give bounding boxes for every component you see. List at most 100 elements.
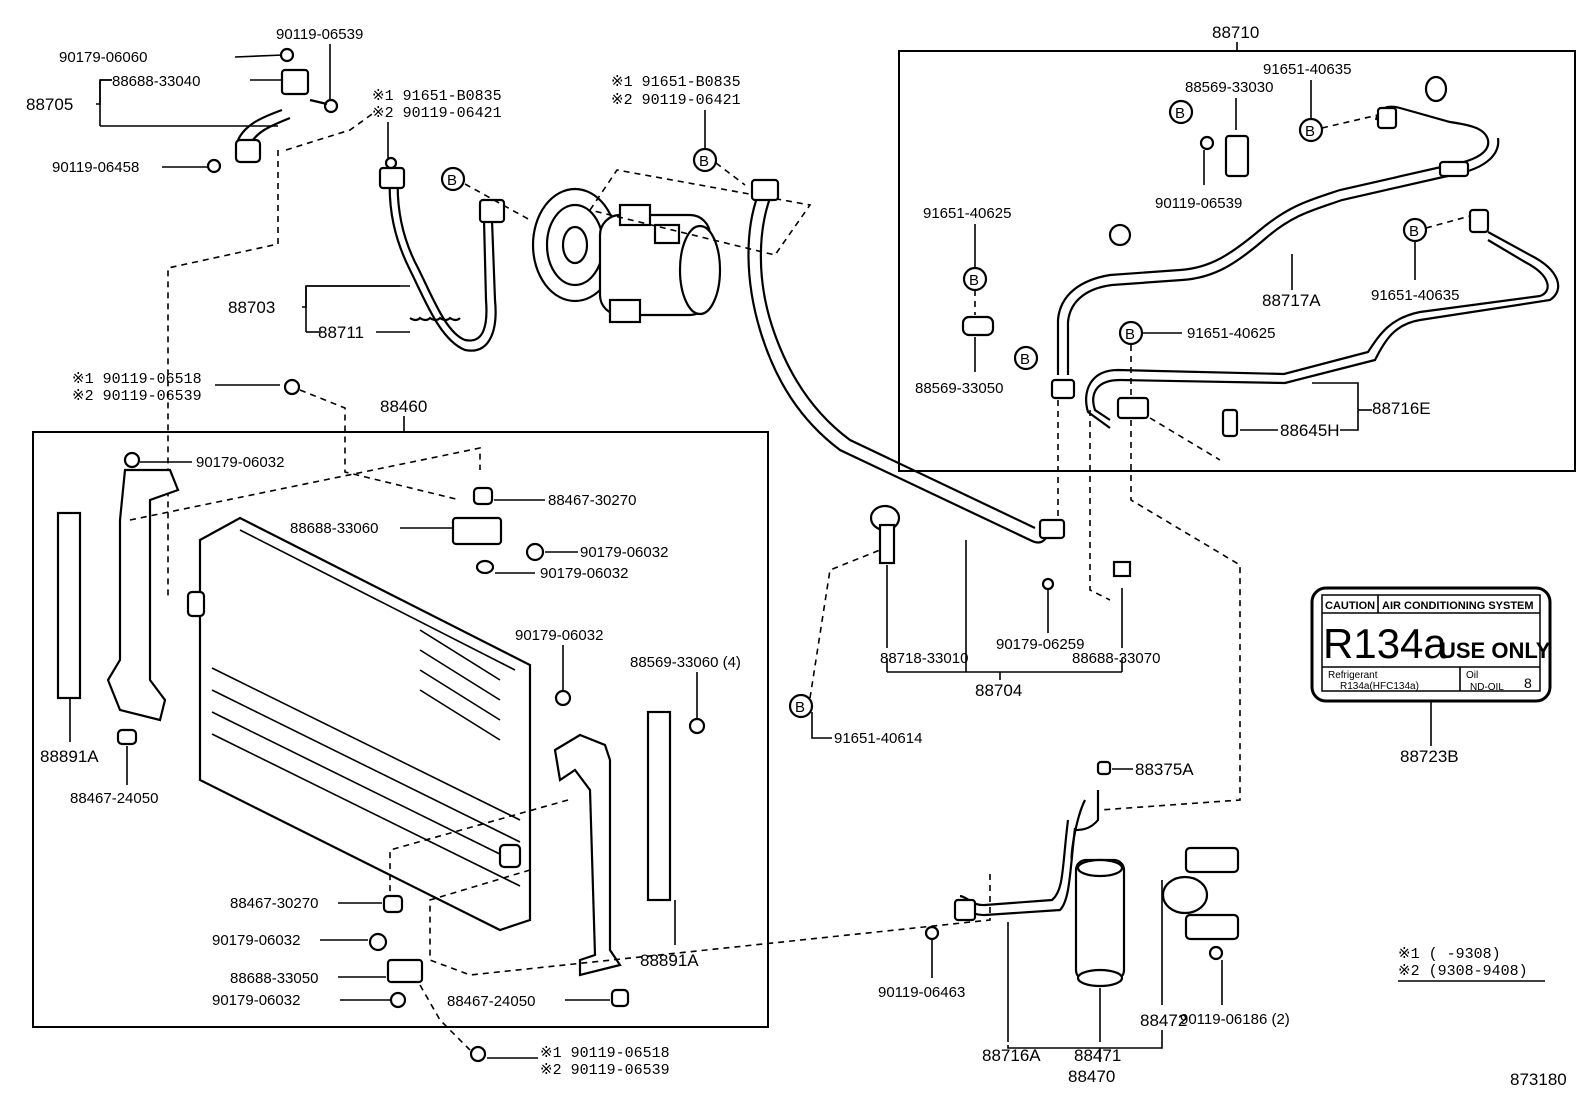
- bolt-icon: [924, 925, 940, 941]
- legend-note-1: ※1 ( -9308): [1398, 946, 1501, 963]
- pipe-fitting-icon: [1468, 208, 1490, 234]
- label-88716a: 88716A: [982, 1046, 1041, 1065]
- hose-fitting-icon: [1038, 518, 1066, 540]
- pipe-fitting-icon: [953, 898, 977, 922]
- label-88569-33050-box: 88569-33050: [915, 380, 1003, 397]
- clamp-icon: [1108, 223, 1132, 247]
- b-marker-text: B: [969, 272, 979, 289]
- label-88716e: 88716E: [1372, 399, 1431, 418]
- label-b0835-a: ※1 91651-B0835: [372, 88, 502, 105]
- nut-icon: [554, 689, 572, 707]
- radiator-bracket-right: [553, 733, 622, 977]
- nut-icon: [389, 991, 407, 1009]
- bolt-icon: [1199, 135, 1215, 151]
- label-88467-30270-bottom: 88467-30270: [230, 895, 318, 912]
- nut-icon: [123, 451, 141, 469]
- discharge-hose: [747, 194, 1050, 544]
- label-88467-24050-right: 88467-24050: [447, 993, 535, 1010]
- label-91651-40614: 91651-40614: [834, 730, 922, 747]
- label-88891a-left: 88891A: [40, 747, 99, 766]
- bolt-icon: [283, 378, 301, 396]
- clamp-icon: [1424, 75, 1448, 103]
- bolt-icon: [469, 1045, 487, 1063]
- use-only-text: USE ONLY: [1440, 638, 1551, 663]
- bolt-icon: [1208, 945, 1224, 961]
- label-06539-bottom: ※2 90119-06539: [540, 1062, 670, 1079]
- label-91651-40635-right: 91651-40635: [1371, 287, 1459, 304]
- label-06421-a: ※2 90119-06421: [372, 105, 502, 122]
- nut-icon: [1041, 577, 1055, 591]
- hose-fitting-icon: [478, 198, 506, 224]
- group-88470-label: 88470: [1068, 1067, 1115, 1086]
- label-88891a-right: 88891A: [640, 951, 699, 970]
- bolt-icon: [206, 158, 222, 174]
- label-88688-33040: 88688-33040: [112, 73, 200, 90]
- label-90179-06032-f: 90179-06032: [212, 992, 300, 1009]
- flex-hose-icon: [409, 316, 461, 322]
- system-text: AIR CONDITIONING SYSTEM: [1382, 600, 1534, 612]
- condenser-core: [186, 516, 532, 932]
- oil-text: Oil: [1466, 670, 1478, 681]
- pipe-fitting-icon: [1438, 160, 1470, 178]
- nut-icon: [525, 542, 545, 562]
- cap-icon: [1096, 760, 1112, 776]
- label-88717a: 88717A: [1262, 291, 1321, 310]
- b-marker: [1168, 99, 1194, 125]
- label-90179-06032-d: 90179-06032: [515, 627, 603, 644]
- b-marker: [1402, 217, 1428, 243]
- label-88467-30270-top: 88467-30270: [548, 492, 636, 509]
- b-marker-text: B: [1409, 223, 1419, 240]
- clip-icon: [1112, 560, 1132, 578]
- b-marker-text: B: [795, 699, 805, 716]
- label-90179-06259: 90179-06259: [996, 636, 1084, 653]
- compressor: [531, 187, 722, 324]
- label-90179-06032-a: 90179-06032: [196, 454, 284, 471]
- label-90179-06032-c: 90179-06032: [540, 565, 628, 582]
- refrigerant-value: R134a(HFC134a): [1340, 681, 1419, 692]
- bracket-clip-icon: [280, 68, 310, 96]
- bracket-icon: [451, 516, 503, 546]
- label-88688-33070: 88688-33070: [1072, 650, 1160, 667]
- label-90179-06032-e: 90179-06032: [212, 932, 300, 949]
- group-88460-box: [32, 431, 769, 1028]
- pipe-fitting-icon: [1376, 106, 1398, 130]
- label-06539-top: ※2 90119-06539: [72, 388, 202, 405]
- cushion-icon: [382, 894, 404, 914]
- oil-value: ND-OIL: [1470, 682, 1504, 693]
- diagram-number: 873180: [1510, 1070, 1567, 1089]
- bolt-icon: [323, 98, 339, 114]
- label-88723b: 88723B: [1400, 747, 1459, 766]
- label-88711: 88711: [318, 323, 364, 342]
- suction-hose: [388, 174, 497, 352]
- hose-fitting-icon: [378, 166, 406, 190]
- label-b0835-b: ※1 91651-B0835: [611, 74, 741, 91]
- b-marker: [692, 147, 718, 173]
- caution-text: CAUTION: [1325, 600, 1375, 612]
- legend-note-2: ※2 (9308-9408): [1398, 963, 1528, 980]
- label-88569-33030: 88569-33030: [1185, 79, 1273, 96]
- clamp-icon: [961, 315, 995, 337]
- label-90179-06060: 90179-06060: [59, 49, 147, 66]
- bolt-icon: [688, 717, 706, 735]
- support-plate-left: [56, 511, 82, 700]
- b-marker-text: B: [1020, 351, 1030, 368]
- bolt-icon: [384, 156, 398, 170]
- bracket-icon: [1224, 134, 1250, 178]
- label-90119-06539-box: 90119-06539: [1155, 195, 1242, 212]
- b-marker-text: B: [1305, 123, 1315, 140]
- label-88688-33050: 88688-33050: [230, 970, 318, 987]
- pipe-88716e: [1092, 231, 1560, 421]
- label-90119-06539-top: 90119-06539: [276, 26, 363, 43]
- group-88703-label: 88703: [228, 298, 275, 317]
- receiver-dryer: [1070, 790, 1126, 988]
- label-91651-40625-left: 91651-40625: [923, 205, 1011, 222]
- group-88705-label: 88705: [26, 95, 73, 114]
- label-06518-top: ※1 90119-06518: [72, 371, 202, 388]
- group-88460-label: 88460: [380, 397, 427, 416]
- b-marker: [1298, 117, 1324, 143]
- nut-icon: [475, 559, 495, 575]
- cushion-icon: [472, 486, 494, 506]
- cushion-icon: [116, 728, 138, 746]
- oil-number: 8: [1524, 675, 1532, 691]
